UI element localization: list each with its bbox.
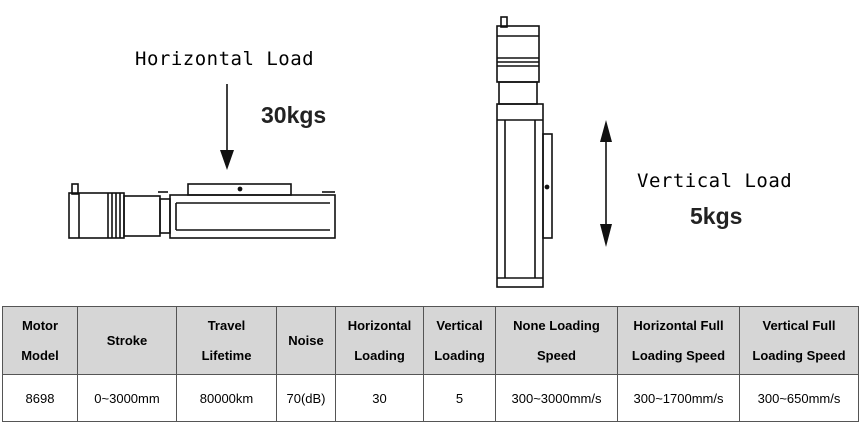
table-row: 8698 0~3000mm 80000km 70(dB) 30 5 300~30…	[2, 374, 859, 422]
header-noise: Noise	[276, 306, 336, 375]
horizontal-load-label: Horizontal Load	[135, 48, 315, 70]
horizontal-load-value: 30kgs	[261, 102, 327, 128]
cell-horizontal-full-loading-speed: 300~1700mm/s	[617, 374, 740, 422]
actuator-drawings	[68, 16, 612, 288]
vertical-load-value: 5kgs	[690, 203, 743, 229]
cell-travel-lifetime: 80000km	[176, 374, 277, 422]
down-arrow-icon	[220, 150, 234, 170]
horizontal-actuator-drawing	[68, 84, 336, 239]
cell-none-loading-speed: 300~3000mm/s	[495, 374, 618, 422]
down-arrow-icon	[600, 224, 612, 247]
cell-stroke: 0~3000mm	[77, 374, 177, 422]
cell-horizontal-loading: 30	[335, 374, 424, 422]
cell-motor-model: 8698	[2, 374, 78, 422]
cell-vertical-loading: 5	[423, 374, 496, 422]
vertical-load-label: Vertical Load	[637, 170, 793, 192]
vertical-actuator-drawing	[496, 16, 612, 288]
cell-noise: 70(dB)	[276, 374, 336, 422]
up-arrow-icon	[600, 120, 612, 142]
cell-vertical-full-loading-speed: 300~650mm/s	[739, 374, 859, 422]
header-stroke: Stroke	[77, 306, 177, 375]
